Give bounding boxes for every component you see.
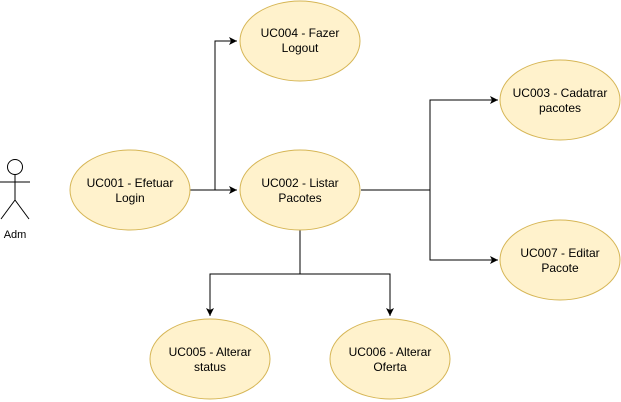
connector-uc002-uc007 [429,190,498,264]
use-case-uc002-line2: Pacotes [278,191,321,205]
use-case-uc001-line1: UC001 - Efetuar [87,176,174,190]
use-case-uc006-line1: UC006 - Alterar [349,345,432,359]
use-case-uc007-line1: UC007 - Editar [520,246,599,260]
actor-adm: Adm [0,159,30,241]
connector-uc002-uc005 [206,230,301,316]
use-case-uc001-line2: Login [115,191,144,205]
use-case-uc006[interactable]: UC006 - Alterar Oferta [329,318,451,400]
use-case-uc003-line2: pacotes [539,101,581,115]
use-case-uc007[interactable]: UC007 - Editar Pacote [499,219,621,301]
use-case-uc005-line1: UC005 - Alterar [169,345,252,359]
use-case-uc002[interactable]: UC002 - Listar Pacotes [239,149,361,231]
use-case-uc003-line1: UC003 - Cadatrar [513,86,608,100]
use-case-uc004-line1: UC004 - Fazer [261,26,340,40]
use-case-uc007-line2: Pacote [541,261,579,275]
use-case-uc005[interactable]: UC005 - Alterar status [149,318,271,400]
use-case-uc005-line2: status [194,360,226,374]
use-case-uc004[interactable]: UC004 - Fazer Logout [239,0,361,82]
use-case-uc004-line2: Logout [282,41,319,55]
connector-uc001-uc004 [189,37,237,191]
connector-uc002-uc003 [361,96,498,191]
connector-uc002-uc006 [300,273,394,316]
use-case-uc001[interactable]: UC001 - Efetuar Login [69,149,191,231]
actor-label: Adm [4,229,27,241]
use-case-uc003[interactable]: UC003 - Cadatrar pacotes [499,59,621,141]
use-case-uc002-line1: UC002 - Listar [261,176,338,190]
connectors [189,37,498,316]
use-case-uc006-line2: Oferta [373,360,407,374]
stick-figure-icon [0,159,30,220]
